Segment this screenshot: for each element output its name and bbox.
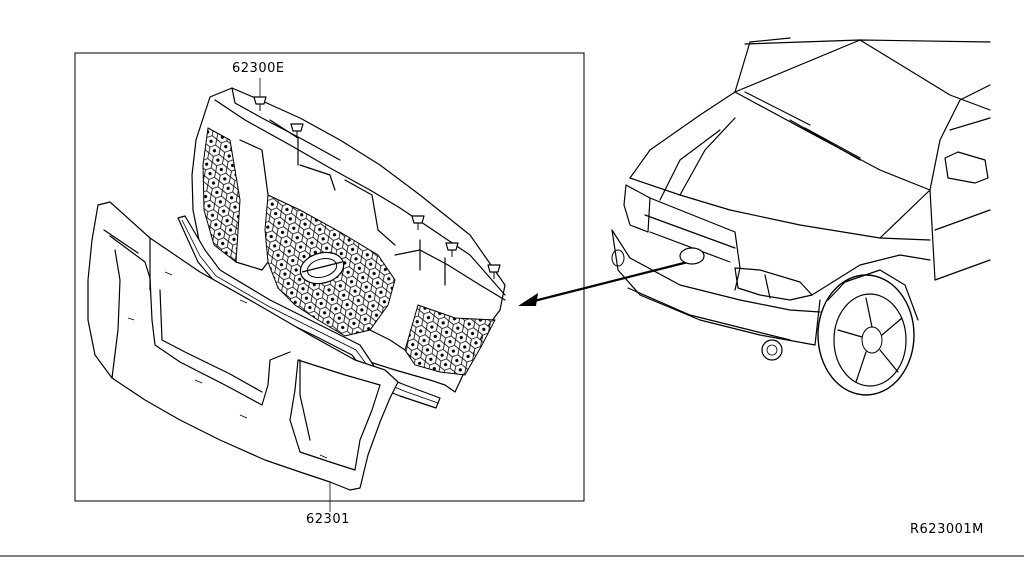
part-number-62301: 62301 <box>306 512 350 527</box>
vehicle-front-icon <box>611 37 991 396</box>
detail-frame <box>74 52 585 502</box>
part-number-62300e: 62300E <box>232 61 285 76</box>
clip-icon <box>290 123 304 138</box>
diagram-reference-code: R623001M <box>910 522 984 537</box>
arrow-icon <box>518 260 689 306</box>
grille-mesh-icon <box>202 127 241 263</box>
clip-icon <box>445 242 459 257</box>
grille-frame <box>87 201 399 491</box>
clip-icon <box>253 96 267 111</box>
clip-icon <box>487 264 501 279</box>
clip-icon <box>411 215 425 230</box>
